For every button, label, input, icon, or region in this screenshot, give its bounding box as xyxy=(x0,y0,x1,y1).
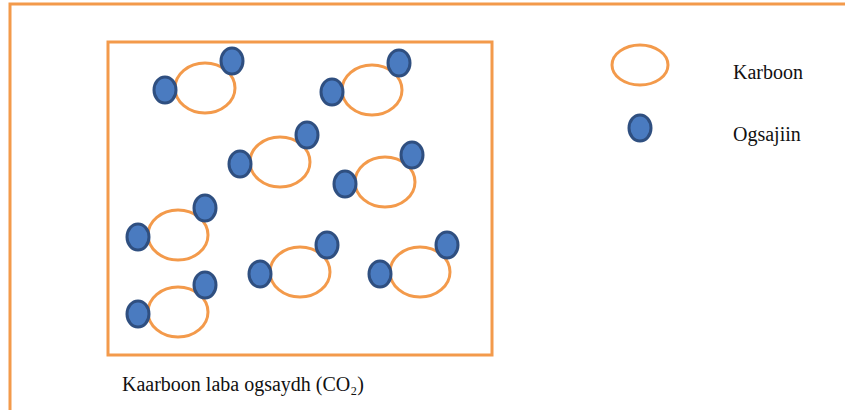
oxygen-atom xyxy=(194,272,216,298)
oxygen-atom xyxy=(221,48,243,74)
oxygen-atom xyxy=(194,195,216,221)
caption-text: Kaarboon laba ogsaydh (CO₂) xyxy=(122,372,364,396)
oxygen-atom xyxy=(401,142,423,168)
co2-molecules xyxy=(127,48,458,337)
oxygen-legend-swatch xyxy=(626,112,654,144)
oxygen-atom xyxy=(127,224,149,250)
oxygen-atom xyxy=(229,151,251,177)
oxygen-atom xyxy=(388,50,410,76)
oxygen-atom xyxy=(127,301,149,327)
oxygen-atom xyxy=(316,232,338,258)
oxygen-atom xyxy=(154,77,176,103)
legend-label: Karboon xyxy=(733,60,803,84)
legend-label: Ogsajiin xyxy=(733,122,801,146)
oxygen-atom xyxy=(249,261,271,287)
oxygen-atom xyxy=(321,79,343,105)
oxygen-atom xyxy=(436,232,458,258)
outer-frame xyxy=(10,4,845,410)
oxygen-atom xyxy=(369,261,391,287)
oxygen-atom xyxy=(296,122,318,148)
carbon-legend-swatch xyxy=(608,42,672,88)
oxygen-atom xyxy=(334,171,356,197)
gas-container xyxy=(108,42,492,355)
